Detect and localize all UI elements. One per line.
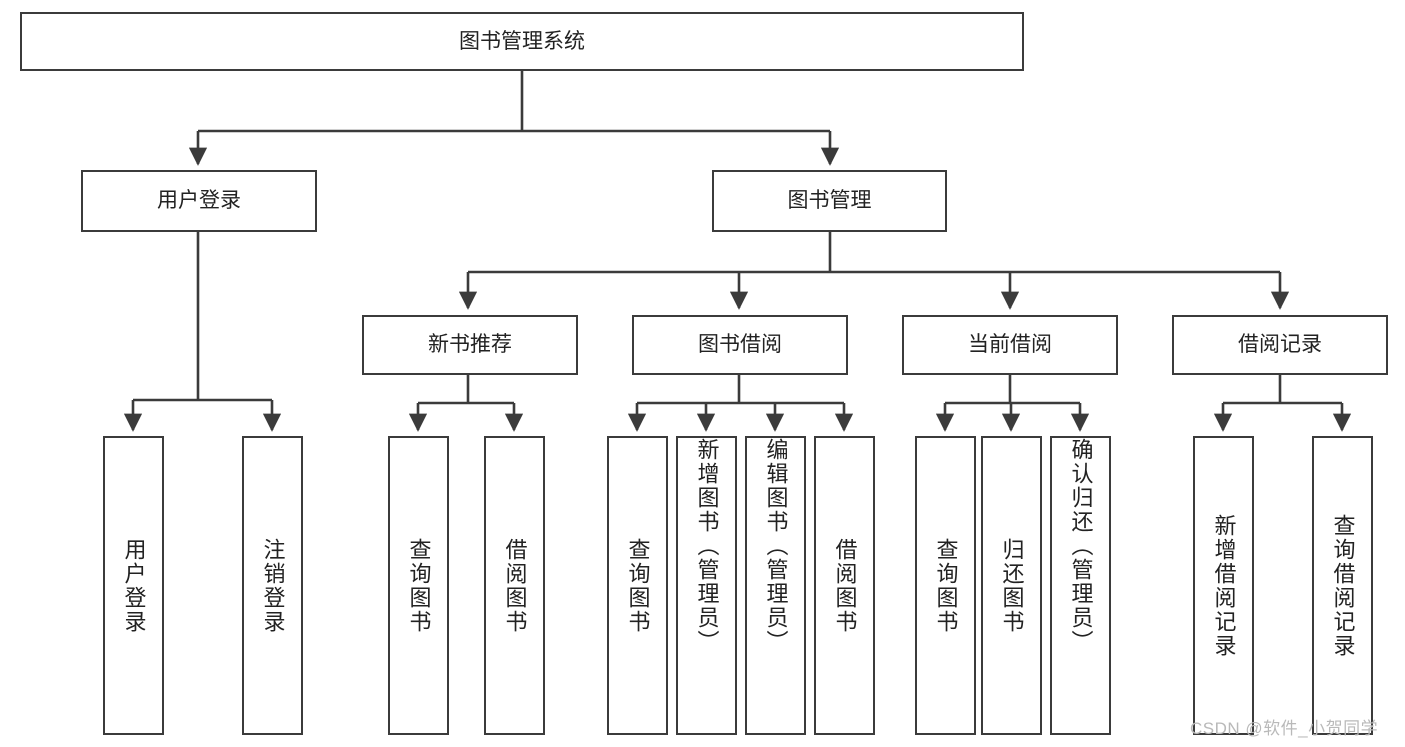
leaf-query-book-3-label: 查询图书 [933,537,959,634]
node-current-borrow[interactable]: 当前借阅 [902,315,1118,375]
leaf-return-book[interactable]: 归还图书 [981,436,1042,735]
node-root[interactable]: 图书管理系统 [20,12,1024,71]
leaf-add-record-label: 新增借阅记录 [1211,513,1237,658]
node-user-login-label: 用户登录 [157,189,241,213]
node-book-management-label: 图书管理 [787,189,872,213]
leaf-borrow-book-1[interactable]: 借阅图书 [484,436,545,735]
node-book-management[interactable]: 图书管理 [712,170,947,232]
leaf-confirm-return-label: 确认归还（管理员） [1068,438,1094,654]
node-book-borrow[interactable]: 图书借阅 [632,315,848,375]
leaf-user-login-label: 用户登录 [121,537,147,634]
leaf-user-login[interactable]: 用户登录 [103,436,164,735]
node-new-book-recommend-label: 新书推荐 [428,333,512,357]
leaf-edit-book[interactable]: 编辑图书（管理员） [745,436,806,735]
leaf-query-book-1-label: 查询图书 [406,537,432,634]
leaf-logout-login-label: 注销登录 [260,537,286,634]
leaf-logout-login[interactable]: 注销登录 [242,436,303,735]
leaf-borrow-book-2-label: 借阅图书 [832,537,858,634]
watermark: CSDN @软件_小贺同学 [1190,719,1379,738]
leaf-borrow-book-2[interactable]: 借阅图书 [814,436,875,735]
node-borrow-record[interactable]: 借阅记录 [1172,315,1388,375]
leaf-edit-book-label: 编辑图书（管理员） [763,438,789,654]
leaf-query-record-label: 查询借阅记录 [1330,513,1356,658]
leaf-query-book-2[interactable]: 查询图书 [607,436,668,735]
leaf-query-record[interactable]: 查询借阅记录 [1312,436,1373,735]
leaf-query-book-1[interactable]: 查询图书 [388,436,449,735]
node-book-borrow-label: 图书借阅 [698,333,782,357]
leaf-return-book-label: 归还图书 [999,537,1025,634]
leaf-add-book[interactable]: 新增图书（管理员） [676,436,737,735]
node-borrow-record-label: 借阅记录 [1238,333,1322,357]
leaf-add-record[interactable]: 新增借阅记录 [1193,436,1254,735]
leaf-borrow-book-1-label: 借阅图书 [502,537,528,634]
node-current-borrow-label: 当前借阅 [968,333,1052,357]
leaf-confirm-return[interactable]: 确认归还（管理员） [1050,436,1111,735]
leaf-add-book-label: 新增图书（管理员） [694,438,720,654]
node-new-book-recommend[interactable]: 新书推荐 [362,315,578,375]
node-user-login[interactable]: 用户登录 [81,170,317,232]
node-root-label: 图书管理系统 [459,29,585,53]
leaf-query-book-3[interactable]: 查询图书 [915,436,976,735]
leaf-query-book-2-label: 查询图书 [625,537,651,634]
